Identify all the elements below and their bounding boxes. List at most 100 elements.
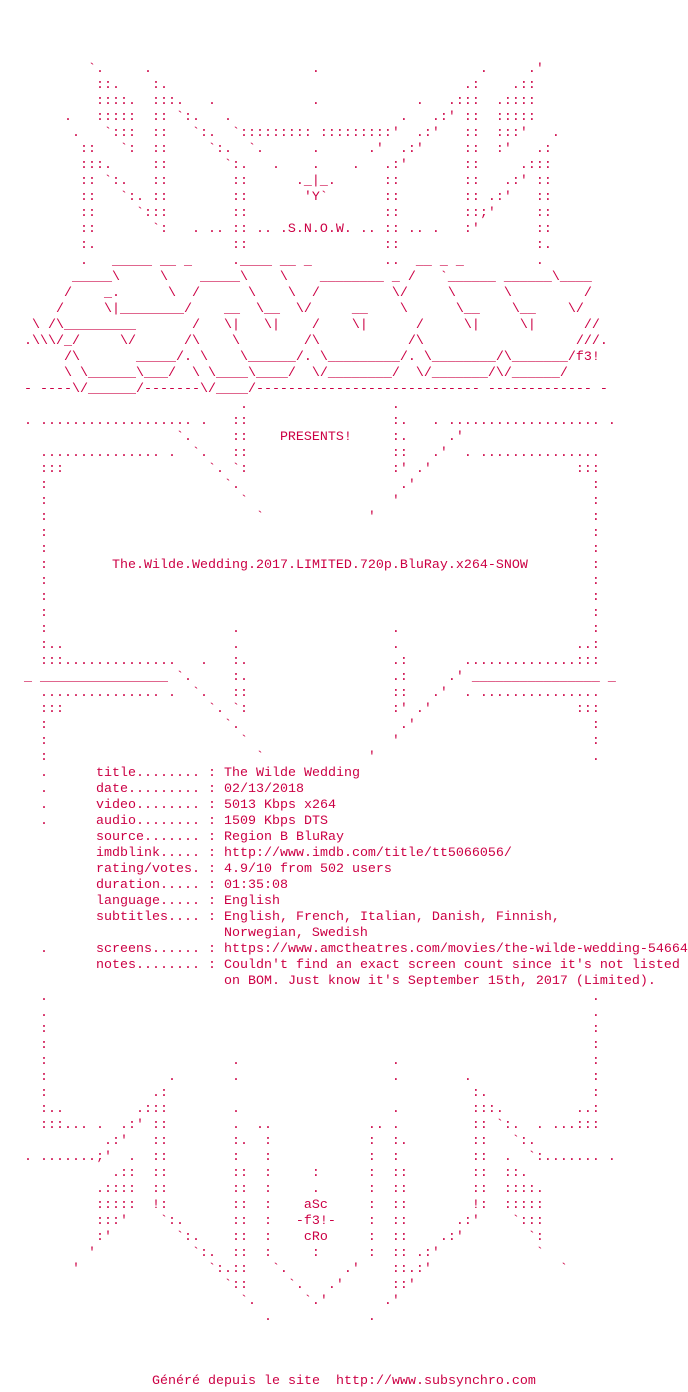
ascii-art-line: . . [0, 990, 600, 1005]
ascii-art-segment: : [527, 558, 600, 573]
info-row-continuation: on BOM. Just know it's September 15th, 2… [0, 974, 688, 990]
ascii-art-line: : : [0, 574, 600, 589]
ascii-art-line: . _____ __ _ .____ __ _ .. __ _ _ . [0, 254, 544, 269]
ascii-art-line: `:: `. .' ::' [0, 1278, 416, 1293]
ascii-art-line: `. `.' .' [0, 1294, 400, 1309]
ascii-art-line: :::. :: `:. . . . .:' :: .::: [0, 158, 552, 173]
info-separator: : [199, 814, 224, 829]
ascii-art-line: :: `:. :: :: 'Y` :: :: .:' :: [0, 190, 552, 205]
ascii-art-line: ' `:. :: : : : :: .:' ` [0, 1246, 544, 1261]
ascii-art-line: : .: :. : [0, 1086, 600, 1101]
ascii-art-line: : ` ' : [0, 734, 600, 749]
footer-text: Généré depuis le site [152, 1374, 320, 1389]
info-value: 1509 Kbps DTS [223, 814, 328, 829]
info-value: The Wilde Wedding [223, 766, 360, 781]
info-row: . audio........ : 1509 Kbps DTS [0, 814, 688, 830]
ascii-art-line: `. . . . .' [0, 62, 544, 77]
info-row-continuation: Norwegian, Swedish [0, 926, 688, 942]
info-separator: : [199, 958, 224, 973]
indent [0, 862, 96, 877]
info-separator: : [199, 862, 224, 877]
ascii-art-line: ::: `. `: :' .' ::: [0, 462, 600, 477]
ascii-art-line: . ::::: :: `:. . . .:' :: ::::: [0, 110, 536, 125]
footer-link[interactable]: http://www.subsynchro.com [335, 1374, 536, 1389]
bullet-dot: . [0, 798, 96, 813]
ascii-art-line: : : [0, 1038, 600, 1053]
info-label: date......... [95, 782, 200, 797]
ascii-art-line: \ /\_________ / \| \| / \| / \| \| // [0, 318, 600, 333]
ascii-art-line: / _. \ / \ \ / \/ \ \ / [0, 286, 592, 301]
info-value: English, French, Italian, Danish, Finnis… [223, 910, 560, 925]
ascii-art-line: : : [0, 606, 600, 621]
indent [0, 894, 96, 909]
presents-line: `. :: PRESENTS! :. .' [0, 430, 688, 446]
ascii-art-line: .\\\/_/ \/ /\ \ /\ /\ ///. [0, 334, 608, 349]
ascii-art-line: . . [0, 1006, 600, 1021]
ascii-art-line: :::... . .:' :: . .. .. . :: `:. . ...::… [0, 1118, 600, 1133]
ascii-art-line: . ................... . :: :. . ........… [0, 414, 616, 429]
info-value: Norwegian, Swedish [223, 926, 368, 941]
info-separator: : [199, 766, 224, 781]
ascii-art-line: : ` ' : [0, 510, 600, 525]
ascii-art-line: : : [0, 1022, 600, 1037]
ascii-art-line: :.. .::: . . :::. ..: [0, 1102, 600, 1117]
info-row: notes........ : Couldn't find an exact s… [0, 958, 688, 974]
ascii-art-line: :: `::: :: :: ::;' :: [0, 206, 552, 221]
info-row: source....... : Region B BluRay [0, 830, 688, 846]
info-value: 01:35:08 [223, 878, 288, 893]
ascii-art-line: . .......;' . :: : : : : :: . `:....... … [0, 1150, 616, 1165]
info-row: duration..... : 01:35:08 [0, 878, 688, 894]
ascii-art-line: ............... . `. :: :: .' . ........… [0, 686, 600, 701]
ascii-art-line: : . . . . : [0, 1070, 600, 1085]
ascii-art-line: .:' :: :. : : :. :: `:. [0, 1134, 536, 1149]
info-value: English [223, 894, 280, 909]
indent [0, 910, 96, 925]
ascii-art-line: ::. :. .: .:: [0, 78, 536, 93]
ascii-art-line: :' `:. :: : cRo : :: .:' `: [0, 1230, 544, 1245]
ascii-art-line: :.. . . ..: [0, 638, 600, 653]
indent [0, 926, 224, 941]
info-separator: : [199, 782, 224, 797]
indent [0, 830, 96, 845]
info-value: 4.9/10 from 502 users [223, 862, 392, 877]
ascii-art-line: .:::: :: :: : . : :: :: ::::. [0, 1182, 544, 1197]
ascii-art-line: .:: :: :: : : : :: :: ::. [0, 1166, 528, 1181]
info-label: title........ [95, 766, 200, 781]
info-label: rating/votes. [95, 862, 200, 877]
ascii-art-line: . `::: :: `:. `::::::::: :::::::::' .:' … [0, 126, 560, 141]
ascii-art-segment: : [0, 558, 112, 573]
ascii-art-line: ' `:.:: `. .' ::.:' ` [0, 1262, 568, 1277]
info-row: language..... : English [0, 894, 688, 910]
ascii-art-line: \ \______\___/ \ \____\____/ \/________/… [0, 366, 568, 381]
ascii-art-line: ............... . `. :: :: .' . ........… [0, 446, 600, 461]
ascii-art-line: : : [0, 526, 600, 541]
info-row: imdblink..... : http://www.imdb.com/titl… [0, 846, 688, 862]
bullet-dot: . [0, 942, 96, 957]
info-separator: : [199, 798, 224, 813]
ascii-art-line: : : [0, 542, 600, 557]
indent [0, 878, 96, 893]
info-separator: : [199, 846, 224, 861]
info-value: on BOM. Just know it's September 15th, 2… [223, 974, 656, 989]
info-row: rating/votes. : 4.9/10 from 502 users [0, 862, 688, 878]
ascii-art-line: : ` ' . [0, 750, 600, 765]
ascii-art-line: ::::. :::. . . . .::: .:::: [0, 94, 536, 109]
ascii-art-line: ::::: !: :: : aSc : :: !: ::::: [0, 1198, 544, 1213]
ascii-art-line: :: `: . .. :: .. .S.N.O.W. .. :: .. . :'… [0, 222, 552, 237]
info-label: notes........ [95, 958, 200, 973]
ascii-art-segment: `. :: [0, 430, 280, 445]
ascii-art-segment: :. .' [351, 430, 464, 445]
ascii-art-line: :::' `:. :: : -f3!- : :: .:' `::: [0, 1214, 544, 1229]
ascii-art-line: :: `: :: `:. `. . .' .:' :: :' .: [0, 142, 552, 157]
ascii-art-line: - ----\/______/-------\/____/-----------… [0, 382, 608, 397]
ascii-art-line: :::.............. . :. .: ..............… [0, 654, 600, 669]
indent [0, 846, 96, 861]
ascii-art-line: /\ _____/. \ \______/. \_________/. \___… [0, 350, 600, 365]
info-separator: : [199, 894, 224, 909]
ascii-art-line: / \|________/ __ \__ \/ __ \ \__ \__ \/ [0, 302, 584, 317]
info-label: language..... [95, 894, 200, 909]
info-label: imdblink..... [95, 846, 200, 861]
ascii-art-line: : . . : [0, 622, 600, 637]
info-row: subtitles.... : English, French, Italian… [0, 910, 688, 926]
ascii-art-line: :: `:. :: :: ._|_. :: :: .:' :: [0, 174, 552, 189]
